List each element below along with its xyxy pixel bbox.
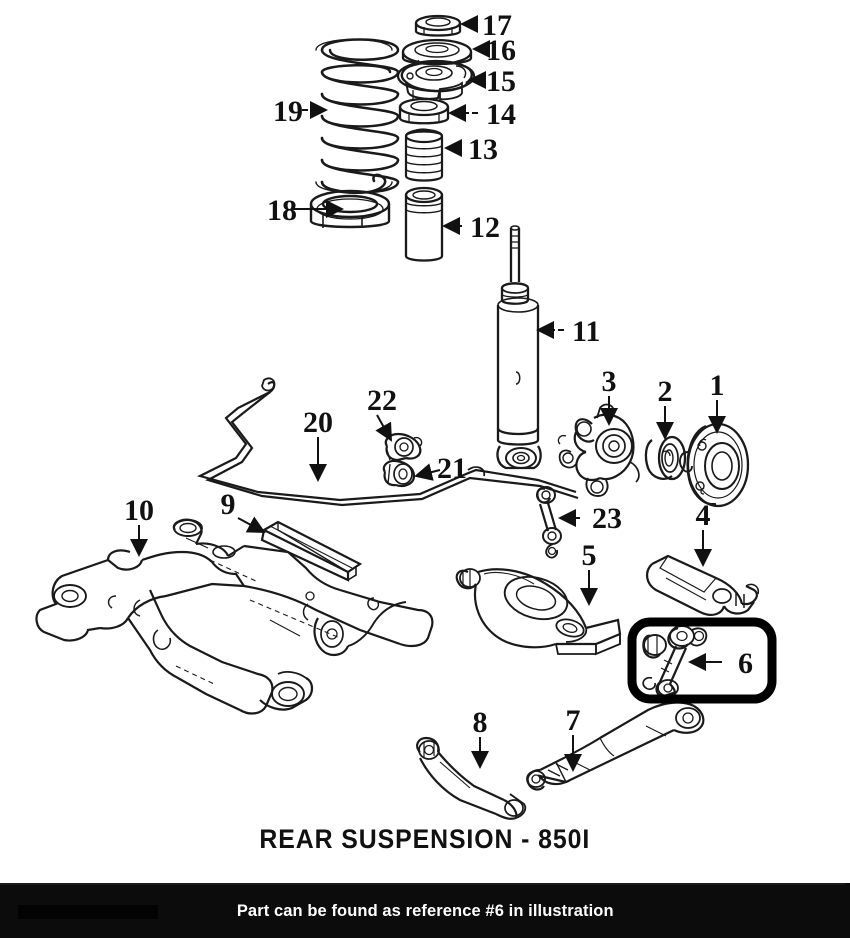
callout-12: 12 [470,211,500,244]
part-dust-boot [404,186,444,262]
callout-18: 18 [267,194,297,227]
callout-10: 10 [124,494,154,527]
callout-2: 2 [658,375,673,408]
callout-leaders [130,15,726,772]
callout-13: 13 [468,133,498,166]
part-stabilizer-bushing [382,459,416,488]
callout-23: 23 [592,502,622,535]
part-stabilizer-bar [196,377,579,507]
footer-artifact [18,905,158,919]
diagram-caption: REAR SUSPENSION - 850I [0,824,850,868]
footer-top-edge [0,883,845,885]
callout-8: 8 [473,706,488,739]
callout-16: 16 [486,34,516,67]
part-shock-absorber [496,225,542,470]
callout-20: 20 [303,406,333,439]
diagram-title-text: REAR SUSPENSION - 850I [259,824,591,854]
part-bump-stop [404,128,444,182]
reference-highlight-box [627,617,777,704]
part-toe-link-arm [416,736,527,820]
callout-19: 19 [273,95,303,128]
callout-22: 22 [367,384,397,417]
part-trailing-arm [646,554,760,616]
callout-15: 15 [486,65,516,98]
callout-17: 17 [482,9,512,42]
part-rear-subframe-crossmember [35,518,434,715]
callout-4: 4 [696,499,711,532]
callout-7: 7 [566,704,581,737]
part-steering-knuckle [557,403,640,497]
part-mount-washer-plate [401,38,473,66]
part-lower-control-arm [455,568,622,656]
part-short-link [536,486,562,559]
callout-3: 3 [602,365,617,398]
callout-21: 21 [437,452,467,485]
rear-suspension-illustration: 1 2 3 4 5 6 7 8 9 10 11 12 13 14 15 16 1… [35,9,777,820]
part-stabilizer-link [642,625,708,698]
reference-footer-bar: Part can be found as reference #6 in ill… [0,883,850,938]
footer-message: Part can be found as reference #6 in ill… [236,900,614,920]
callout-14: 14 [486,98,516,131]
callout-11: 11 [572,315,600,348]
part-lower-spring-seat [309,189,391,229]
part-subframe-brace [260,520,363,582]
callout-numbers: 1 2 3 4 5 6 7 8 9 10 11 12 13 14 15 16 1… [124,9,753,739]
callout-1: 1 [710,369,725,402]
footer-inner: Part can be found as reference #6 in ill… [0,883,850,938]
callout-6: 6 [738,647,753,680]
callout-5: 5 [582,539,597,572]
callout-9: 9 [221,488,236,521]
